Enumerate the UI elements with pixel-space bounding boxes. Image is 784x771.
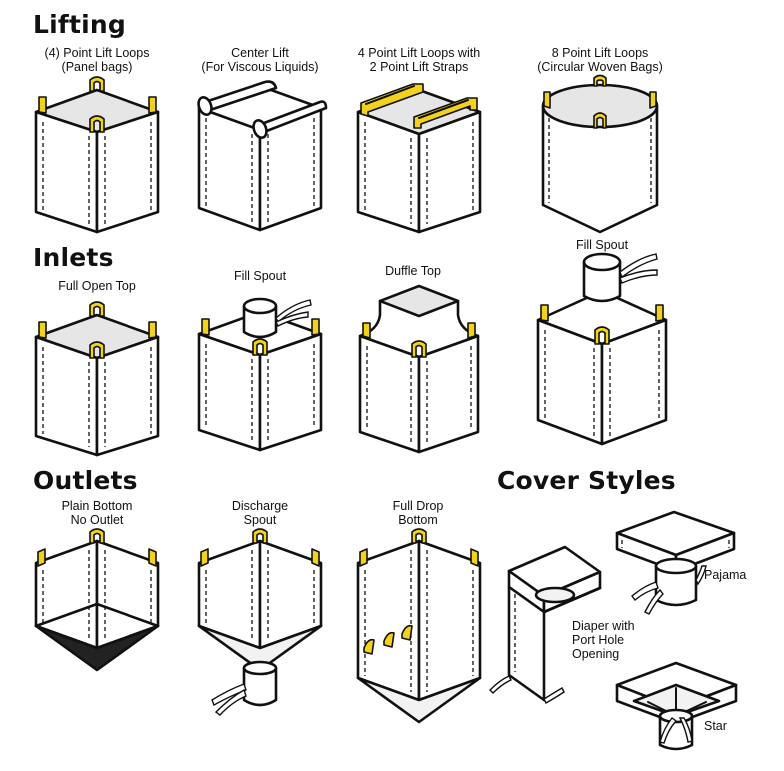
- bag-full-drop-bottom: [356, 528, 482, 724]
- heading-cover-styles: Cover Styles: [497, 466, 676, 495]
- bag-eight-point-loops: [541, 74, 659, 234]
- heading-outlets: Outlets: [33, 466, 138, 495]
- cover-star: [615, 661, 738, 751]
- caption-full-open-top: Full Open Top: [58, 279, 136, 293]
- bag-loops-with-straps: [356, 83, 482, 234]
- label-pajama: Pajama: [704, 568, 747, 582]
- caption-fill-spout: Fill Spout: [233, 269, 287, 283]
- bag-center-lift: [197, 80, 328, 232]
- caption-eight-point-loops: 8 Point Lift Loops(Circular Woven Bags): [537, 46, 663, 74]
- bag-full-open-top: [34, 301, 160, 457]
- label-star: Star: [704, 719, 727, 733]
- caption-fill-spout-large: Fill Spout: [575, 238, 629, 252]
- bag-duffle-top: [358, 284, 480, 454]
- bag-fill-spout: [197, 297, 323, 452]
- caption-duffle-top: Duffle Top: [385, 264, 441, 278]
- bag-plain-bottom: [34, 528, 160, 672]
- cover-diaper: [489, 545, 602, 704]
- bag-discharge-spout: [197, 528, 323, 716]
- bag-fill-spout-large: [536, 252, 668, 446]
- bag-four-point-loops: [34, 76, 160, 234]
- heading-lifting: Lifting: [33, 10, 126, 39]
- cover-pajama: [615, 510, 736, 615]
- caption-four-point-loops: (4) Point Lift Loops(Panel bags): [44, 46, 150, 74]
- caption-center-lift: Center Lift(For Viscous Liquids): [201, 46, 319, 74]
- heading-inlets: Inlets: [33, 243, 114, 272]
